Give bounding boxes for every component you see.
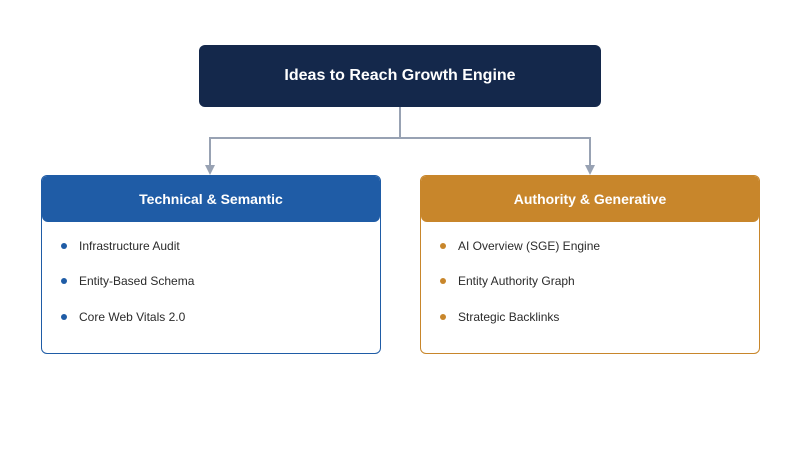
list-item: Core Web Vitals 2.0 xyxy=(42,299,380,335)
bullet-icon xyxy=(440,278,446,285)
branch-title: Authority & Generative xyxy=(513,191,667,207)
item-label: Core Web Vitals 2.0 xyxy=(79,309,186,324)
item-label: Infrastructure Audit xyxy=(79,238,180,253)
branch-item-list: AI Overview (SGE) Engine Entity Authorit… xyxy=(421,222,759,335)
branch-header: Authority & Generative xyxy=(421,176,759,222)
bullet-icon xyxy=(61,313,67,320)
list-item: AI Overview (SGE) Engine xyxy=(421,228,759,264)
list-item: Strategic Backlinks xyxy=(421,299,759,335)
branch-title: Technical & Semantic xyxy=(139,191,283,207)
item-label: Entity Authority Graph xyxy=(458,274,575,289)
branch-authority-generative: Authority & Generative AI Overview (SGE)… xyxy=(420,175,760,354)
bullet-icon xyxy=(61,242,67,249)
branch-item-list: Infrastructure Audit Entity-Based Schema… xyxy=(42,222,380,335)
bullet-icon xyxy=(440,313,446,320)
branch-technical-semantic: Technical & Semantic Infrastructure Audi… xyxy=(41,175,381,354)
root-node: Ideas to Reach Growth Engine xyxy=(199,45,601,107)
list-item: Infrastructure Audit xyxy=(42,228,380,264)
left-arrow-icon xyxy=(205,165,215,175)
item-label: AI Overview (SGE) Engine xyxy=(458,238,601,253)
right-arrow-icon xyxy=(585,165,595,175)
bullet-icon xyxy=(61,278,67,285)
item-label: Entity-Based Schema xyxy=(79,274,195,289)
list-item: Entity Authority Graph xyxy=(421,264,759,300)
list-item: Entity-Based Schema xyxy=(42,264,380,300)
root-title: Ideas to Reach Growth Engine xyxy=(284,67,516,84)
bullet-icon xyxy=(440,242,446,249)
item-label: Strategic Backlinks xyxy=(458,309,560,324)
branch-header: Technical & Semantic xyxy=(42,176,380,222)
